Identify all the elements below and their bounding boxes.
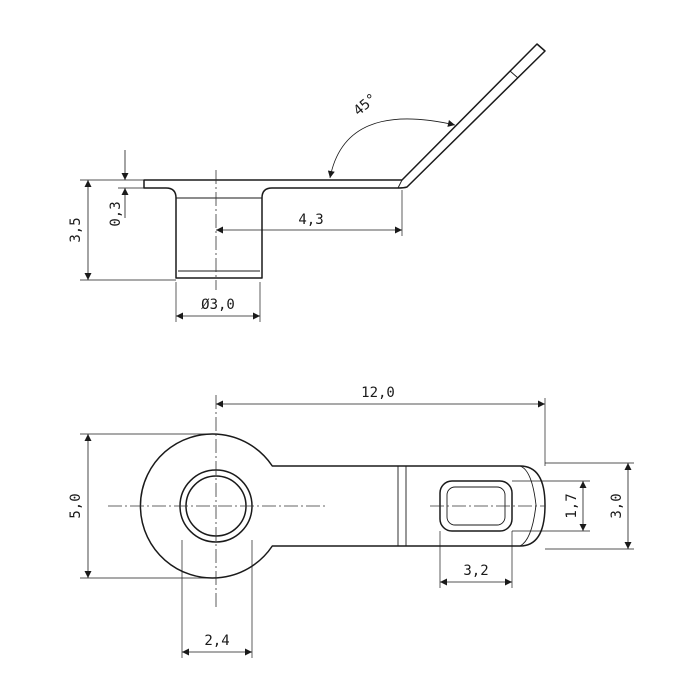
- dim-diameter-label: Ø3,0: [201, 297, 235, 313]
- dim-thickness-label: 0,3: [108, 201, 124, 226]
- tab-end-curve: [519, 465, 537, 547]
- bend-line: [397, 179, 403, 189]
- dim-length-label: 12,0: [361, 385, 395, 401]
- tab-end-line: [509, 70, 519, 79]
- dim-offset-label: 4,3: [298, 212, 323, 228]
- dim-angle-arc: [327, 118, 456, 179]
- dim-slot-width-label: 1,7: [564, 493, 580, 518]
- terminal-side-outline: [143, 43, 546, 279]
- dim-tab-width-label: 3,0: [609, 493, 625, 518]
- side-view: 0,3 3,5 4,3 Ø3,0 45°: [68, 43, 546, 322]
- dim-slot-length-label: 3,2: [463, 563, 488, 579]
- top-view: 12,0 5,0 2,4 3,2 1,7 3,0: [68, 385, 634, 658]
- dim-hole-label: 2,4: [204, 633, 229, 649]
- terminal-top-outline: [139, 433, 546, 579]
- dim-angle-label: 45°: [351, 91, 381, 120]
- dim-height-label: 3,5: [68, 217, 84, 242]
- dim-width-label: 5,0: [68, 493, 84, 518]
